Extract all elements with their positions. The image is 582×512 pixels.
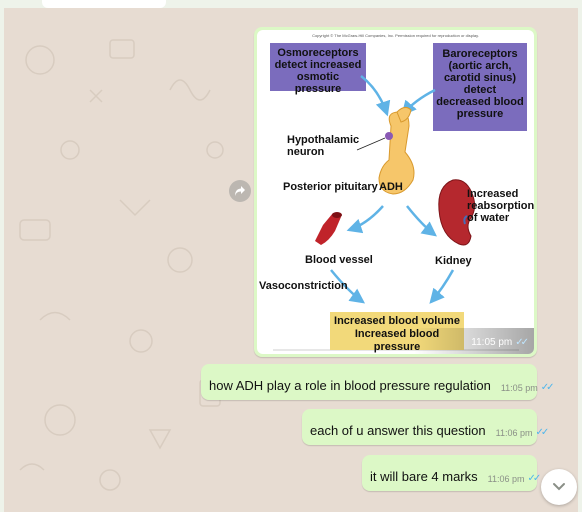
left-frame xyxy=(0,0,4,512)
diagram-copyright: Copyright © The McGraw-Hill Companies, I… xyxy=(312,33,479,38)
double-check-icon: ✓✓ xyxy=(535,427,549,438)
increased-reabsorption-label: Increased reabsorption of water xyxy=(467,188,534,224)
diagram-image[interactable]: Copyright © The McGraw-Hill Companies, I… xyxy=(257,30,534,354)
message-bubble[interactable]: how ADH play a role in blood pressure re… xyxy=(201,364,554,400)
image-time-overlay xyxy=(414,328,534,354)
message-time: 11:06 pm xyxy=(487,473,525,484)
message-time: 11:05 pm xyxy=(500,382,538,393)
message-bubble[interactable]: it will bare 4 marks 11:06 pm✓✓ xyxy=(362,455,542,491)
image-time-text: 11:05 pm xyxy=(471,337,513,348)
hypothalamic-neuron-label: Hypothalamic neuron xyxy=(287,134,360,158)
diagram-arrows xyxy=(273,75,519,351)
blood-vessel-icon xyxy=(315,212,342,245)
image-timestamp: 11:05 pm✓✓ xyxy=(471,337,529,348)
message-meta: 11:06 pm✓✓ xyxy=(487,473,542,484)
message-meta: 11:06 pm✓✓ xyxy=(495,427,550,438)
share-button[interactable] xyxy=(229,180,251,202)
share-icon xyxy=(235,186,245,196)
outcome-box: Increased blood volume Increased blood p… xyxy=(330,312,464,353)
kidney-icon xyxy=(438,179,476,246)
double-check-icon: ✓✓ xyxy=(527,473,542,484)
previous-message-stub xyxy=(42,0,166,8)
message-text: how ADH play a role in blood pressure re… xyxy=(209,378,491,393)
double-check-icon: ✓✓ xyxy=(540,382,555,393)
pituitary-gland-icon xyxy=(356,106,415,195)
scroll-to-bottom-button[interactable] xyxy=(541,469,577,505)
right-frame xyxy=(578,0,582,512)
double-check-icon: ✓✓ xyxy=(515,337,529,348)
top-strip xyxy=(0,0,582,8)
osmoreceptors-box: Osmoreceptors detect increased osmotic p… xyxy=(270,43,366,95)
chevron-down-icon xyxy=(553,483,565,491)
baroreceptors-box: Baroreceptors (aortic arch, carotid sinu… xyxy=(433,43,527,131)
kidney-label: Kidney xyxy=(435,255,472,267)
posterior-pituitary-label: Posterior pituitary xyxy=(283,181,378,193)
outcome-line-2: Increased blood pressure xyxy=(354,328,440,353)
blood-vessel-label: Blood vessel xyxy=(305,254,373,266)
outcome-line-1: Increased blood volume xyxy=(334,315,460,327)
message-time: 11:06 pm xyxy=(495,427,533,438)
adh-label: ADH xyxy=(379,181,403,193)
message-text: it will bare 4 marks xyxy=(370,469,478,484)
message-meta: 11:05 pm✓✓ xyxy=(500,382,555,393)
message-text: each of u answer this question xyxy=(310,423,486,438)
message-bubble[interactable]: each of u answer this question 11:06 pm✓… xyxy=(302,409,549,445)
vasoconstriction-label: Vasoconstriction xyxy=(259,280,348,292)
image-message[interactable]: Copyright © The McGraw-Hill Companies, I… xyxy=(254,27,537,357)
